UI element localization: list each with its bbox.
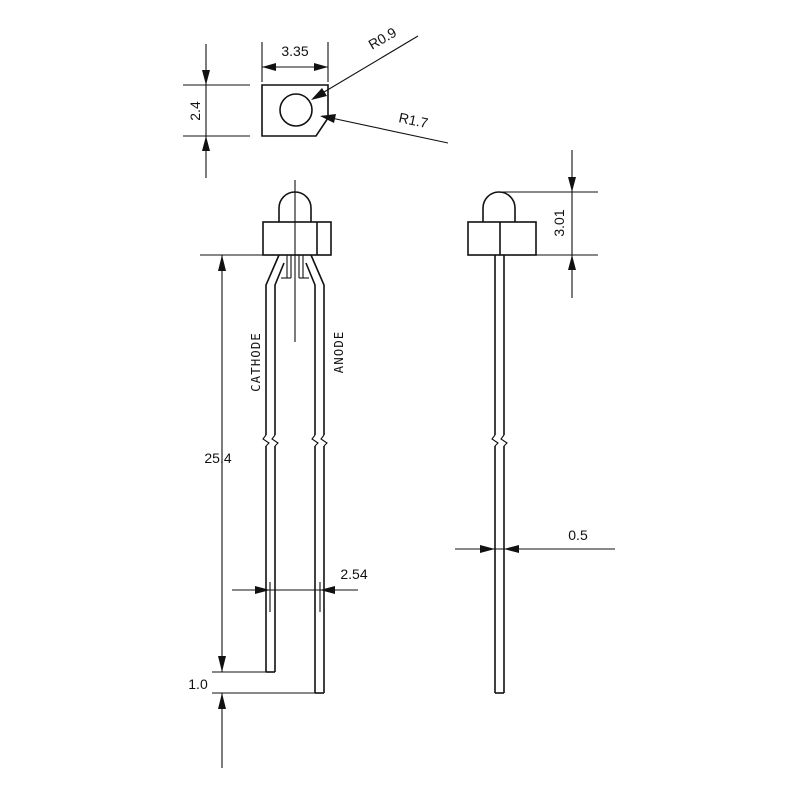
anode-label: ANODE xyxy=(331,331,346,374)
side-view-lens xyxy=(482,191,516,222)
dim-lead-pitch: 2.54 xyxy=(340,566,367,582)
front-view-body xyxy=(262,221,332,256)
dim-width-top: 3.35 xyxy=(281,43,308,59)
dim-lead-offset: 1.0 xyxy=(188,676,208,692)
anode-lead xyxy=(305,254,328,694)
dim-height-top: 2.4 xyxy=(187,101,203,121)
cathode-lead xyxy=(262,254,285,673)
dim-side-height: 3.01 xyxy=(551,209,567,236)
cathode-label: CATHODE xyxy=(248,332,263,392)
front-view-lens xyxy=(278,191,312,222)
dim-radius-large: R1.7 xyxy=(397,109,429,131)
top-view-body xyxy=(261,84,329,137)
dim-lead-length: 25.4 xyxy=(204,450,231,466)
front-view: CATHODE ANODE 25.4 1.0 2.54 xyxy=(188,180,368,768)
dim-lead-width: 0.5 xyxy=(568,527,588,543)
side-view-lead xyxy=(491,255,508,694)
side-view: 3.01 0.5 xyxy=(455,150,615,694)
top-view-lens-circle xyxy=(279,93,313,127)
side-view-body xyxy=(467,221,537,256)
dim-radius-small: R0.9 xyxy=(366,24,400,53)
top-view: 3.35 2.4 R0.9 R1.7 xyxy=(183,24,449,178)
